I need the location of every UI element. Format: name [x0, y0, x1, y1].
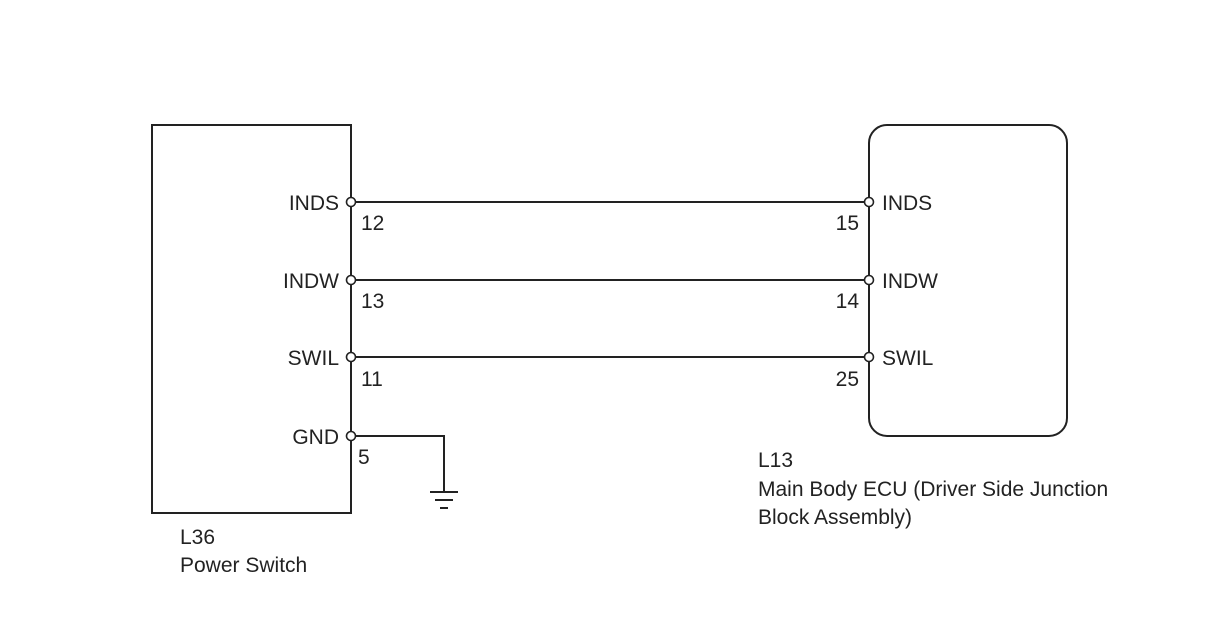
pin-number-15: 15	[836, 212, 859, 235]
main-body-ecu-code: L13	[758, 449, 793, 472]
pin-name-swil-right: SWIL	[882, 347, 933, 370]
terminal-l36-5	[345, 430, 357, 442]
power-switch-name: Power Switch	[180, 554, 307, 577]
pin-name-indw-right: INDW	[882, 270, 938, 293]
wire-gnd	[356, 435, 445, 492]
pin-name-inds-right: INDS	[882, 192, 932, 215]
pin-number-11: 11	[361, 368, 383, 391]
power-switch-box	[151, 124, 352, 514]
pin-number-5: 5	[358, 446, 370, 469]
main-body-ecu-name-line1: Main Body ECU (Driver Side Junction	[758, 478, 1108, 501]
terminal-l13-25	[863, 351, 875, 363]
pin-name-indw-left: INDW	[283, 270, 339, 293]
terminal-l13-15	[863, 196, 875, 208]
terminal-l36-12	[345, 196, 357, 208]
terminal-l36-11	[345, 351, 357, 363]
terminal-l36-13	[345, 274, 357, 286]
main-body-ecu-name-line2: Block Assembly)	[758, 506, 912, 529]
pin-name-gnd-left: GND	[292, 426, 339, 449]
pin-number-14: 14	[836, 290, 860, 313]
pin-name-inds-left: INDS	[289, 192, 339, 215]
power-switch-code: L36	[180, 526, 215, 549]
pin-number-25: 25	[836, 368, 859, 391]
ground-icon	[430, 491, 458, 509]
terminal-l13-14	[863, 274, 875, 286]
pin-number-13: 13	[361, 290, 384, 313]
pin-name-swil-left: SWIL	[288, 347, 339, 370]
pin-number-12: 12	[361, 212, 384, 235]
